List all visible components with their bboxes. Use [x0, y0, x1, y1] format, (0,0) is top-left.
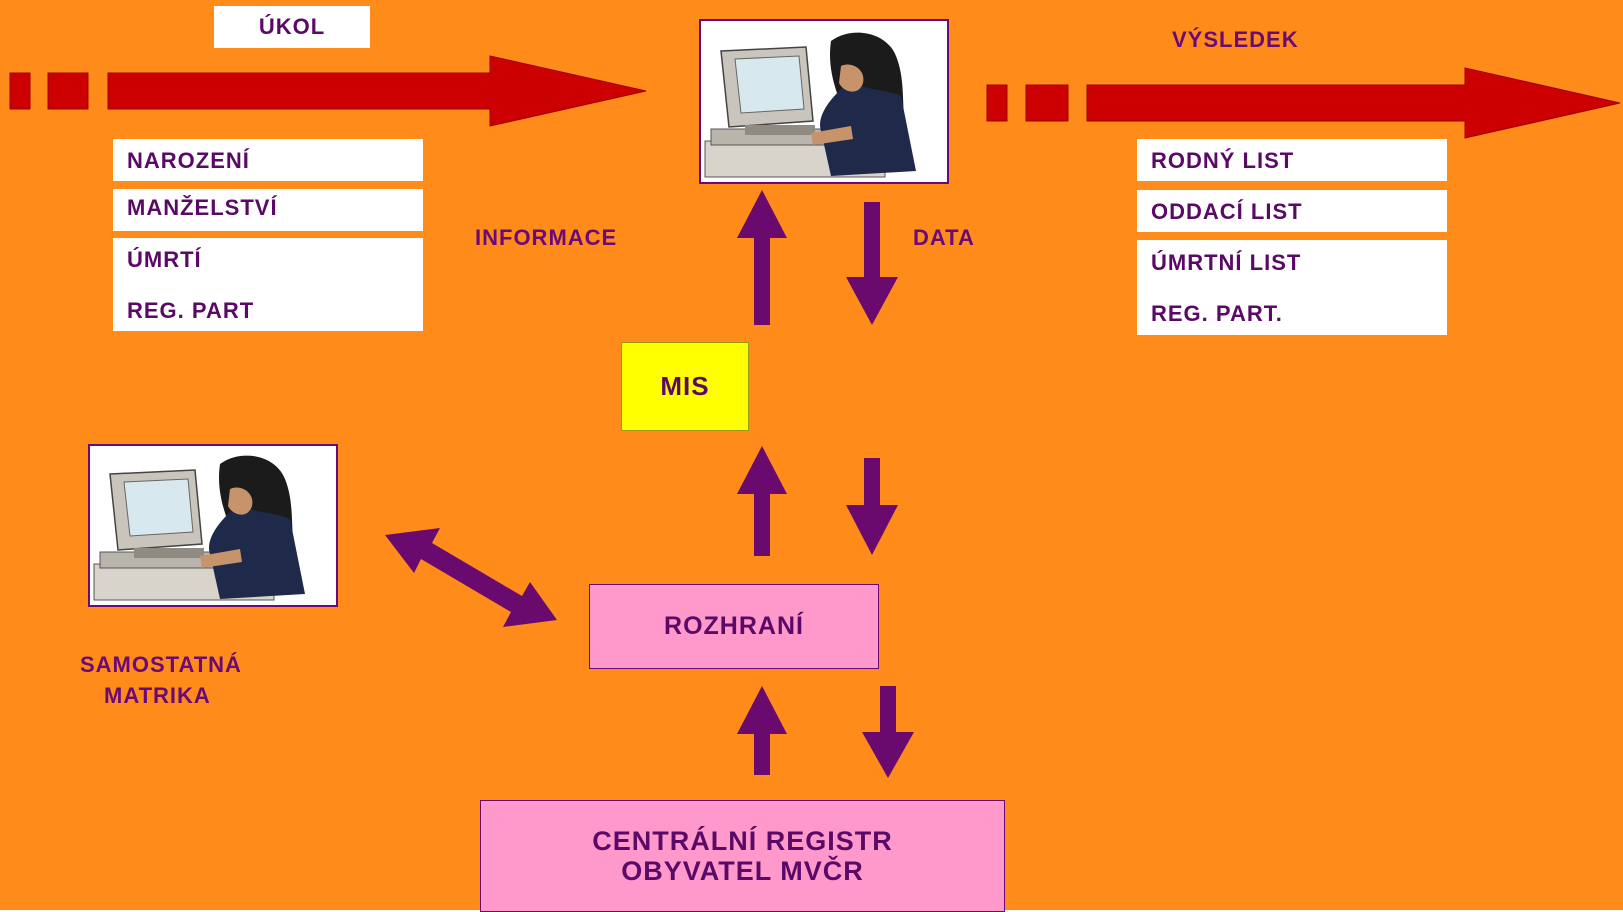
central-register-line-1: CENTRÁLNÍ REGISTR: [592, 826, 893, 856]
task-arrow-dash-2: [47, 72, 89, 110]
result-arrow-dash-2: [1025, 84, 1069, 122]
data-label: DATA: [913, 225, 975, 250]
task-arrow-dash-1: [9, 72, 31, 110]
output-document-box-2: ODDACÍ LIST: [1137, 190, 1447, 232]
input-event-label: ÚMRTÍ: [127, 247, 202, 272]
central-register-node: CENTRÁLNÍ REGISTR OBYVATEL MVČR: [480, 800, 1005, 912]
task-arrow: [9, 55, 647, 127]
arrow-up-to-interface: [737, 686, 787, 775]
input-event-box-2: MANŽELSTVÍ: [113, 189, 423, 231]
arrow-down-data: [846, 202, 898, 325]
computer-operator-icon: [90, 446, 336, 605]
task-arrow-body: [107, 55, 647, 127]
mis-label: MIS: [660, 371, 710, 401]
result-label: VÝSLEDEK: [1172, 27, 1299, 52]
input-event-label: NAROZENÍ: [127, 148, 250, 173]
input-event-box-1: NAROZENÍ: [113, 139, 423, 181]
arrow-down-from-interface: [862, 686, 914, 778]
output-document-label: ODDACÍ LIST: [1151, 199, 1303, 224]
interface-node: ROZHRANÍ: [589, 584, 879, 669]
arrow-up-to-mis: [737, 446, 787, 556]
computer-operator-icon: [701, 21, 947, 182]
output-document-label: ÚMRTNÍ LIST: [1151, 250, 1302, 275]
task-label: ÚKOL: [258, 14, 326, 39]
input-event-label: REG. PART: [127, 298, 255, 323]
workstation-top-picture: [699, 19, 949, 184]
result-arrow-dash-1: [986, 84, 1008, 122]
input-event-box-3: ÚMRTÍ REG. PART: [113, 238, 423, 331]
arrow-bidirectional-standalone: [385, 528, 557, 627]
output-document-box-1: RODNÝ LIST: [1137, 139, 1447, 181]
standalone-registry-label-line-2: MATRIKA: [104, 683, 211, 708]
input-event-label: MANŽELSTVÍ: [127, 195, 278, 220]
output-document-label: RODNÝ LIST: [1151, 148, 1295, 173]
result-arrow: [986, 67, 1621, 139]
information-label: INFORMACE: [475, 225, 618, 250]
arrow-down-from-mis: [846, 458, 898, 555]
workstation-left-picture: [88, 444, 338, 607]
interface-label: ROZHRANÍ: [664, 612, 804, 640]
central-register-line-2: OBYVATEL MVČR: [621, 856, 864, 886]
standalone-registry-label-line-1: SAMOSTATNÁ: [80, 652, 242, 677]
task-label-box: ÚKOL: [214, 6, 370, 48]
result-arrow-body: [1086, 67, 1621, 139]
arrow-up-information: [737, 190, 787, 325]
mis-node: MIS: [621, 342, 749, 431]
output-document-box-3: ÚMRTNÍ LIST REG. PART.: [1137, 240, 1447, 335]
output-document-label: REG. PART.: [1151, 301, 1283, 326]
